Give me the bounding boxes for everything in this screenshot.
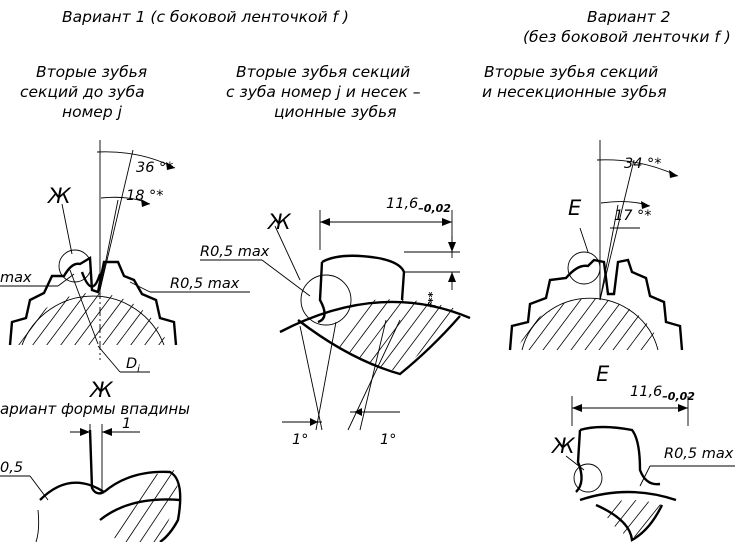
angle-18-label: 18 °* [126, 188, 164, 204]
column-2-line-3: ционные зубья [274, 103, 397, 121]
radius-max-right-label: R0,5 max [664, 446, 734, 462]
radius-05-label: 0,5 [0, 460, 24, 476]
dimension-1-label: 1 [122, 416, 132, 432]
detail-zh [0, 424, 182, 542]
gear-right [508, 140, 684, 351]
hatching-left [18, 292, 168, 345]
angle-1-right-label: 1° [380, 432, 397, 448]
letter-zh-detail-title: Ж [90, 378, 113, 402]
letter-e-right: Е [568, 196, 582, 220]
diameter-di-label: Di [126, 356, 140, 375]
letter-zh-left: Ж [48, 184, 71, 208]
radius-max-middle-label: R0,5 max [200, 244, 270, 260]
column-3-line-1: Вторые зубья секций [484, 63, 659, 81]
column-1-line-2: секций до зуба [20, 83, 145, 101]
column-1-line-1: Вторые зубья [36, 63, 148, 81]
width-11-6-label: 11,6–0,02 [386, 196, 451, 215]
angle-36-label: 36 °* [136, 160, 174, 176]
letter-e-detail-title: Е [596, 362, 610, 386]
column-2-line-2: с зуба номер j и несек – [226, 83, 421, 101]
width-11-6-e-label: 11,6–0,02 [630, 384, 695, 403]
gear-left [0, 140, 250, 373]
header-variant-2-line-2: (без боковой ленточки f ) [523, 28, 731, 46]
detail-caption: ариант формы впадины [0, 400, 191, 418]
column-3-line-2: и несекционные зубья [482, 83, 667, 101]
detail-e [565, 396, 735, 542]
angle-17-label: 17 °* [614, 208, 652, 224]
letter-zh-middle: Ж [268, 210, 291, 234]
header-variant-2-line-1: Вариант 2 [587, 8, 671, 26]
angle-1-left-label: 1° [292, 432, 309, 448]
f-star-label: f** [426, 291, 439, 308]
letter-zh-e-detail: Ж [552, 434, 575, 458]
header-variant-1: Вариант 1 (с боковой ленточкой f ) [62, 8, 349, 26]
column-2-line-1: Вторые зубья секций [236, 63, 411, 81]
tooth-middle [200, 210, 471, 431]
angle-34-label: 34 °* [624, 156, 662, 172]
radius-max-left-2-label: R0,5 max [170, 276, 240, 292]
column-1-line-3: номер j [62, 103, 122, 121]
radius-max-left-label: max [0, 270, 32, 286]
